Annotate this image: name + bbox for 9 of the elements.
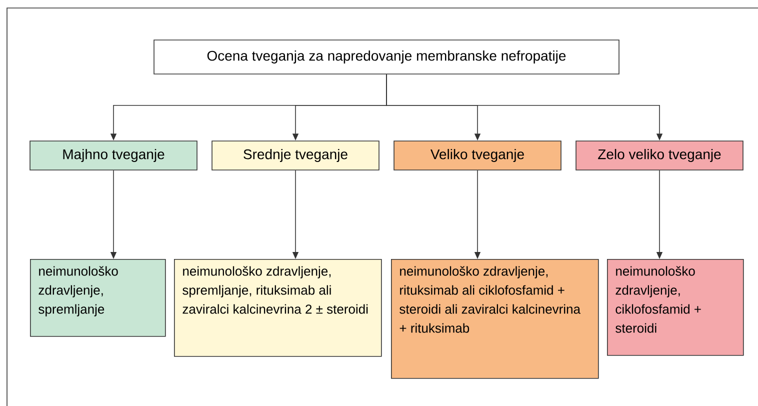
treatment-box: neimunološko zdravljenje, spremljanje, rituksimab ali zaviralci kalcinevrina 2 ± steroidi xyxy=(174,259,382,357)
risk-box: Majhno tveganje xyxy=(30,140,198,170)
treatment-box: neimunološko zdravljenje, ciklofosfamid + steroidi xyxy=(607,259,744,356)
risk-box: Srednje tveganje xyxy=(212,140,380,170)
risk-box: Zelo veliko tveganje xyxy=(576,140,744,170)
treatment-box: neimunološko zdravljenje, spremljanje xyxy=(30,259,166,337)
treatment-box: neimunološko zdravljenje, rituksimab ali ciklofosfamid + steroidi ali zaviralci kalcinevrina + rituksimab xyxy=(391,259,599,379)
title-box: Ocena tveganja za napredovanje membranske nefropatije xyxy=(154,40,620,74)
risk-box: Veliko tveganje xyxy=(394,140,562,170)
